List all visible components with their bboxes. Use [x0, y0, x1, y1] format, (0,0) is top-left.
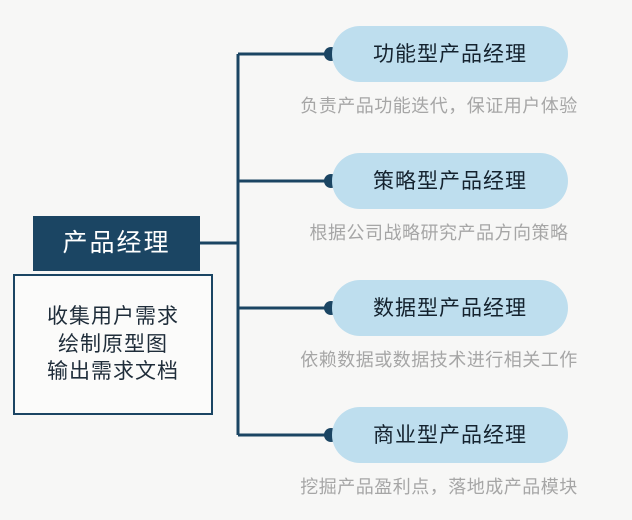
- branch-node-3[interactable]: 数据型产品经理: [332, 280, 568, 336]
- branch-caption-2: 根据公司战略研究产品方向策略: [309, 223, 569, 243]
- branch-node-4[interactable]: 商业型产品经理: [332, 407, 568, 463]
- root-body-line-2: 绘制原型图: [58, 332, 168, 356]
- branch-label-2: 策略型产品经理: [373, 169, 527, 193]
- root-body-line-1: 收集用户需求: [47, 304, 179, 328]
- branch-label-4: 商业型产品经理: [373, 423, 527, 447]
- branch-label-1: 功能型产品经理: [373, 42, 527, 66]
- branch-node-1[interactable]: 功能型产品经理: [332, 26, 568, 82]
- root-node-header[interactable]: 产品经理: [33, 216, 200, 271]
- root-body-line-3: 输出需求文档: [47, 360, 179, 384]
- branch-caption-1: 负责产品功能迭代，保证用户体验: [300, 96, 578, 116]
- branch-caption-3: 依赖数据或数据技术进行相关工作: [300, 350, 578, 370]
- branch-label-3: 数据型产品经理: [373, 296, 527, 320]
- branch-node-2[interactable]: 策略型产品经理: [332, 153, 568, 209]
- root-node-title: 产品经理: [62, 229, 171, 257]
- branch-caption-4: 挖掘产品盈利点，落地成产品模块: [300, 477, 578, 497]
- root-node-body[interactable]: 收集用户需求 绘制原型图 输出需求文档: [13, 274, 213, 415]
